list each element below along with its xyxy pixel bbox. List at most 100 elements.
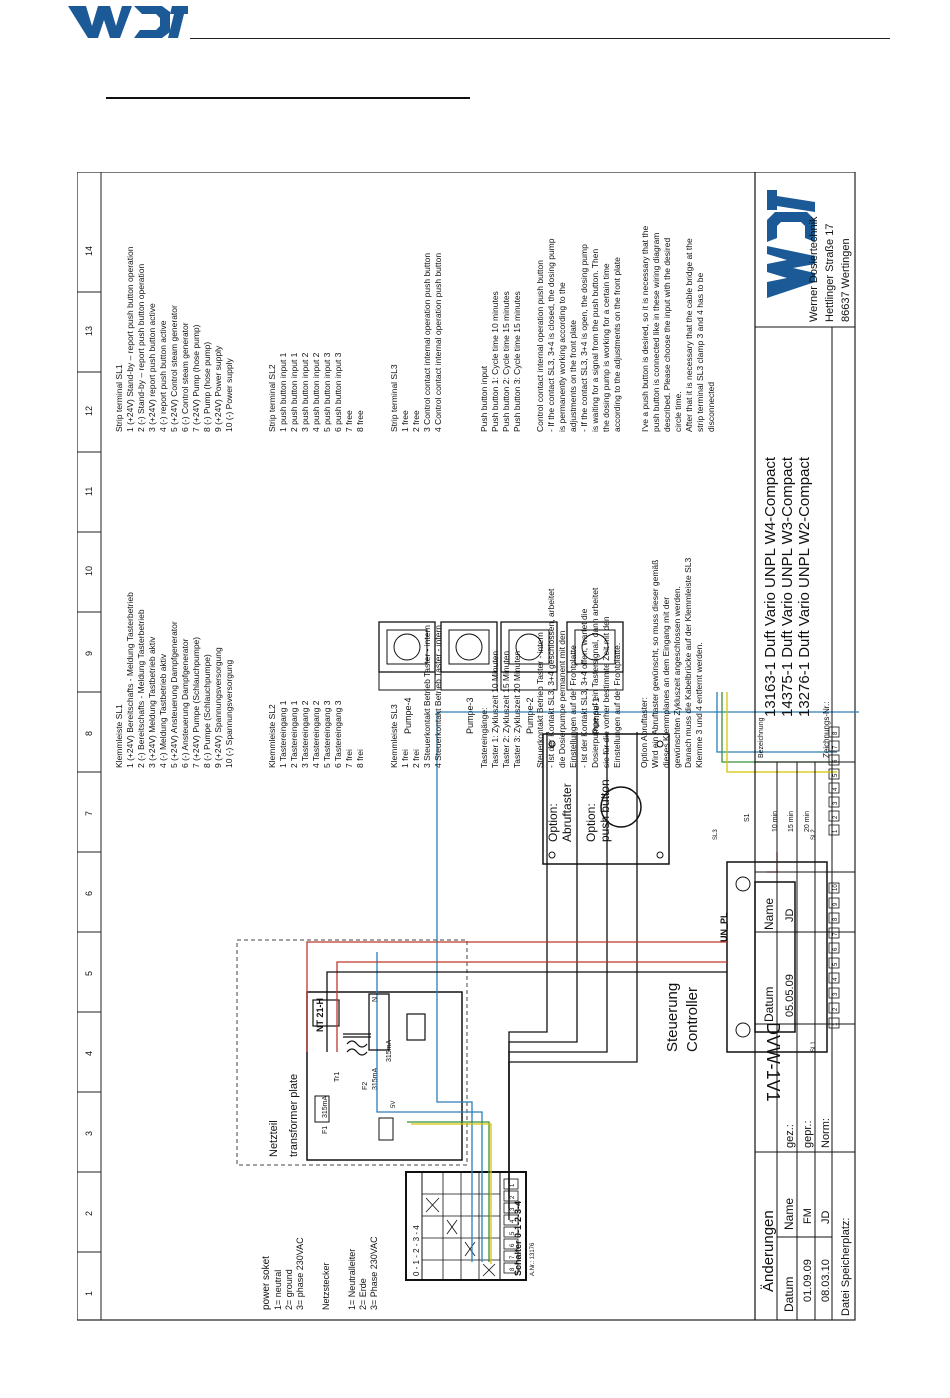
de-sl3-line-3: 3 Steuerkontakt Betrieb Taster - intern — [422, 625, 432, 768]
en-option-line-3: described. Please choose the input with … — [662, 238, 672, 432]
wdt-logo — [68, 6, 188, 38]
de-sl1-line-3: 3 (+24V) Meldung Tastbetrieb aktiv — [147, 636, 157, 768]
en-sl3-line-3: 3 Control contact internal operation pus… — [422, 253, 432, 432]
en-sl1-line-8: 8 (-) Pump (hose pump) — [202, 342, 212, 432]
netz-line-2: 2= Erde — [358, 1278, 368, 1310]
de-sl3-line-4: 4 Steuerkontakt Betrieb Taster - intern — [433, 625, 443, 768]
gez-date: 05.05.09 — [784, 974, 796, 1017]
en-option-line-5: After that it is necessary that the cabl… — [684, 238, 694, 432]
fuse2-value: 315mA — [372, 1067, 379, 1090]
sl1-pin-7: 7 — [833, 932, 839, 936]
en-sl1-title: Strip terminal SL1 — [114, 364, 124, 432]
gez-name: JD — [784, 909, 796, 923]
tb-wdt-logo — [767, 190, 815, 298]
title-block: Änderungen Datum Name 01.09.09 FM 08.03.… — [754, 172, 855, 1320]
en-sl1-line-2: 2 (-) Stand-by – report push button oper… — [136, 264, 146, 432]
netzteil-label: Netzteil — [268, 1120, 280, 1157]
de-steuer-line-6: sie für die vorher bestimmte Zeit mit de… — [601, 616, 611, 768]
sl3-label: SL3 — [713, 829, 719, 840]
power-socket-label: power soket — [261, 1256, 272, 1310]
sl2-pin-7: 7 — [833, 745, 839, 749]
sl2-pin-5: 5 — [833, 773, 839, 777]
option-de-2: Abruftaster — [560, 783, 574, 842]
option-de-1: Option: — [546, 803, 560, 842]
column-marker-14: 14 — [84, 246, 94, 256]
company-city: 86637 Wertingen — [840, 238, 852, 322]
en-cc-line-1: - If the contact SL3, 3+4 is closed, the… — [546, 238, 556, 432]
de-steuer-line-5: Dosierpumpe auf ein Tastersignal, dann a… — [590, 587, 600, 768]
sl2-pin-2: 2 — [833, 815, 839, 819]
de-option-line-4: Danach muss die Kabelbrücke auf der Klem… — [683, 557, 693, 768]
de-steuer-line-1: - Ist der Kontakt SL3, 3+4 geschlossen, … — [546, 588, 556, 768]
en-cc-line-7: according to the adjustments on the fron… — [612, 257, 622, 432]
header-rule — [190, 38, 890, 39]
controller-model: UN_PL — [719, 912, 729, 942]
en-option-line-1: I've a push button is desired, so it is … — [640, 226, 650, 432]
de-taster-line-3: Taster 3: Zykluszeit 20 Minuten — [512, 651, 522, 768]
wire-1 — [508, 732, 548, 1184]
row1-date: 01.09.09 — [802, 1259, 814, 1302]
row2-name: JD — [820, 1211, 832, 1225]
de-sl1-line-4: 4 (-) Meldung Tastbetrieb aktiv — [158, 653, 168, 768]
wire-9 — [306, 941, 727, 1052]
en-sl3-line-4: 4 Control contact internal operation pus… — [433, 253, 443, 432]
sl2-pin-8: 8 — [833, 731, 839, 735]
row2-date: 08.03.10 — [820, 1259, 832, 1302]
sl2-pin-6: 6 — [833, 759, 839, 763]
en-sl2-line-6: 6 push button input 3 — [333, 352, 343, 432]
en-push-title: Push button input — [479, 365, 489, 432]
en-sl2-line-5: 5 push button input 3 — [322, 352, 332, 432]
pump-label-4: Pumpe-4 — [403, 697, 413, 734]
switch-terminal-6: 6 — [510, 1243, 516, 1247]
col-name: Name — [782, 1198, 796, 1230]
row1-name: FM — [802, 1208, 814, 1224]
de-steuer-line-7: Einstellungen auf der Frontplatte. — [612, 643, 622, 768]
switch-terminal-1: 1 — [510, 1183, 516, 1187]
de-sl2-title: Klemmleiste SL2 — [267, 704, 277, 768]
en-sl2-line-3: 3 push button input 2 — [300, 352, 310, 432]
column-marker-8: 8 — [84, 731, 94, 736]
transformer-plate: Netzteil transformer plate NT 21-H F1 31… — [236, 939, 468, 1166]
duration-15: 15 min — [788, 811, 795, 832]
column-marker-12: 12 — [84, 406, 94, 416]
datei-label: Datei Speicherplatz: — [840, 1218, 852, 1316]
switch-terminal-4: 4 — [510, 1219, 516, 1223]
netzstecker-label: Netzstecker — [321, 1262, 331, 1310]
en-sl1-line-4: 4 (-) report push button active — [158, 320, 168, 432]
column-marker-5: 5 — [84, 971, 94, 976]
sl1-label: SL1 — [811, 1041, 817, 1052]
en-push-line-3: Push button 3: Cycle time 15 minutes — [512, 291, 522, 432]
transformer-ac: 5V — [391, 1101, 397, 1108]
title-underline — [106, 97, 470, 99]
en-sl1-line-7: 7 (+24V) Pump (hose pump) — [191, 324, 201, 432]
de-option-line-3: gewünschten Zykluszeit angeschlossen wer… — [672, 586, 682, 768]
wire-11 — [326, 971, 727, 1052]
de-sl3-title: Klemmleiste SL3 — [389, 704, 399, 768]
en-sl3-line-2: 2 free — [411, 410, 421, 432]
option-en-2: push button — [598, 779, 612, 842]
s1-label: S1 — [744, 813, 751, 822]
column-marker-6: 6 — [84, 891, 94, 896]
tb-name-header: Name — [762, 898, 776, 930]
de-sl2-line-8: 8 frei — [355, 749, 365, 768]
de-taster-title: Tastereingänge: — [479, 708, 489, 769]
switch-block: 0 - 1 - 2 - 3 - 4 Schalter 0-1-2-3-4 A.N… — [405, 1171, 536, 1281]
de-sl1-line-2: 2 (-) Bereitschafts - Meldung Tasterbetr… — [136, 609, 146, 768]
de-steuer-title: Steuerkontakt Betrieb Taster - intern — [535, 632, 545, 768]
switch-terminal-8: 8 — [510, 1267, 516, 1271]
de-taster-line-1: Taster 1: Zykluszeit 10 Minuten — [490, 651, 500, 768]
de-sl1-line-5: 5 (+24V) Ansteuerung Dampfgenerator — [169, 621, 179, 768]
duration-20: 20 min — [804, 811, 811, 832]
controller-display: DVW-1V1 — [763, 1022, 783, 1102]
company-street: Hettlinger Straße 17 — [824, 224, 836, 322]
pump-label-3: Pumpe-3 — [465, 697, 475, 734]
en-cc-line-6: the dosing pump is working for a certain… — [601, 263, 611, 432]
sl2-pin-3: 3 — [833, 801, 839, 805]
en-cc-line-4: - If the contact SL3, 3+4 is open, the d… — [579, 244, 589, 432]
de-sl2-line-3: 3 Tastereingang 2 — [300, 700, 310, 768]
switch-label: Schalter 0-1-2-3-4 — [513, 1201, 523, 1276]
sl1-pin-4: 4 — [833, 977, 839, 981]
de-option-line-1: Wird ein Abruftaster gewünscht, so muss … — [650, 560, 660, 768]
de-sl1-line-7: 7 (+24V) Pumpe (Schlauchpumpe) — [191, 637, 201, 768]
